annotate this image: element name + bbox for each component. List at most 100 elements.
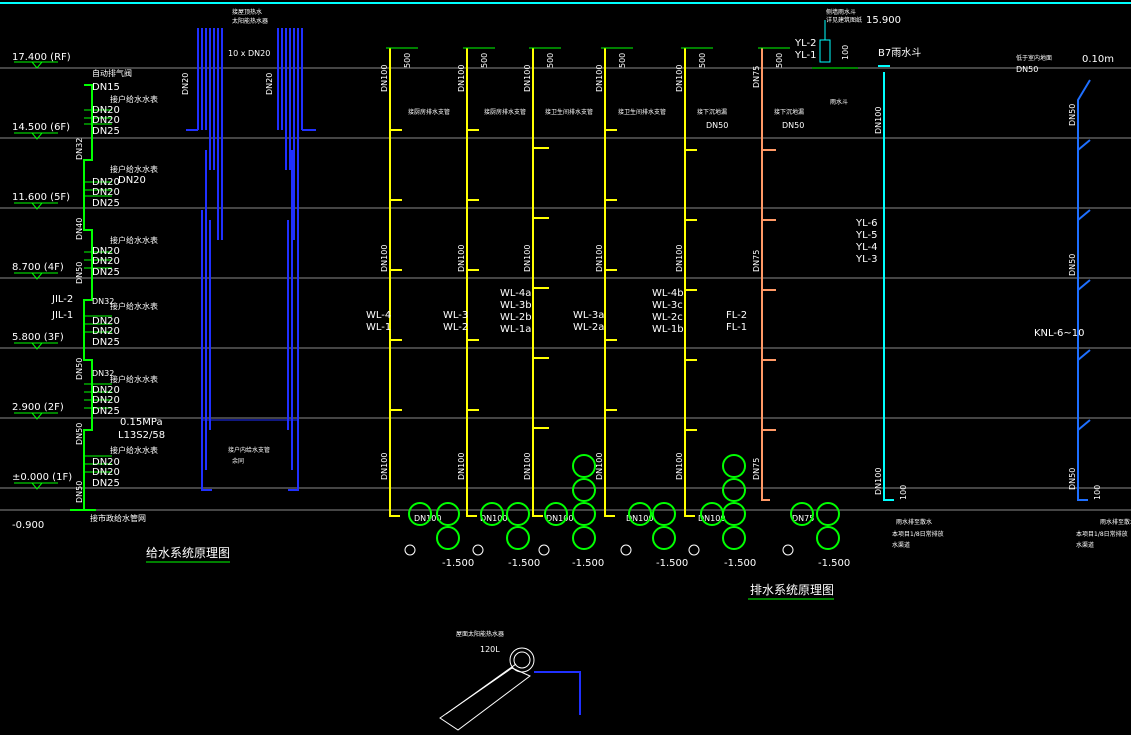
level-label-basement: -0.900 [12, 520, 44, 531]
stack2-label-a: WL-3 [443, 310, 468, 321]
level-labels: 17.400 (RF) 14.500 (6F) 11.600 (5F) 8.70… [12, 52, 72, 531]
outlet-dn100-4: DN100 [626, 514, 653, 523]
rain-label-2: YL-5 [855, 230, 877, 241]
solar-heater [439, 647, 581, 731]
branch-note-5: 接下沉地漏 [697, 108, 727, 116]
level-label-5f: 11.600 (5F) [12, 192, 70, 203]
supply-dn25-6f: DN25 [92, 126, 120, 137]
supply-meter-note-3f: 接户给水水表 [110, 301, 158, 311]
branch-note-2: 接厨房排水支管 [484, 108, 526, 116]
level-label-1f: ±0.000 (1F) [12, 472, 72, 483]
stack1-label-b: WL-1 [366, 322, 391, 333]
stack1-dn100-low: DN100 [380, 453, 389, 480]
cond-h100: 100 [1093, 485, 1102, 500]
stack5-dn100-low: DN100 [675, 453, 684, 480]
vent-h-6: 500 [775, 53, 784, 68]
supply-dn50-2f: DN50 [75, 423, 84, 445]
supply-dn20-4f-a: DN20 [92, 246, 120, 257]
waste-stacks [389, 48, 695, 517]
stack1-dn100-mid: DN100 [380, 245, 389, 272]
supply-meter-note-5f: 接户给水水表 [110, 164, 158, 174]
stack2-dn100-top: DN100 [457, 65, 466, 92]
stack4-label-b: WL-2a [573, 322, 604, 333]
stack3-label-d: WL-1a [500, 324, 531, 335]
supply-dn32-3f: DN32 [92, 297, 114, 306]
supply-dn20-2f-b: DN20 [92, 395, 120, 406]
rain-dn100-low: DN100 [874, 468, 883, 495]
user-supply-labels: 接屋顶热水 太阳能热水器 10 x DN20 DN20 DN20 接户内给水支管… [181, 8, 274, 465]
supply-meter-note-1f: 接户给水水表 [110, 445, 158, 455]
supply-dn20-6f-b: DN20 [92, 115, 120, 126]
stack4-dn100-low: DN100 [595, 453, 604, 480]
rain-label-4: YL-3 [855, 254, 877, 265]
supply-labels: 自动排气阀 DN15 接户给水水表 DN20 DN20 DN25 DN32 接户… [51, 68, 230, 563]
supply-dn20-3f-a: DN20 [92, 316, 120, 327]
condensate-labels: 低于室内地面 0.10m DN50 DN50 DN50 KNL-6~10 DN5… [1016, 54, 1131, 549]
bottom-elev-4: -1.500 [656, 558, 688, 569]
outlet-dn100-2: DN100 [480, 514, 507, 523]
supply-dn32-2f: DN32 [92, 369, 114, 378]
rain-dn100-top: DN100 [874, 107, 883, 134]
drain-labels: 500 500 500 500 500 500 DN100 DN100 DN10… [366, 53, 850, 600]
outlet-dn75-6: DN75 [792, 514, 814, 523]
branch-dn50-6: DN50 [782, 121, 804, 130]
stack1-dn100-top: DN100 [380, 65, 389, 92]
condensate-stack [1077, 79, 1091, 501]
supply-dn25-4f: DN25 [92, 267, 120, 278]
supply-dn20-5f-b: DN20 [118, 175, 146, 186]
stack5-label-b: WL-3c [652, 300, 683, 311]
branch-note-1: 接厨房排水支管 [408, 108, 450, 116]
level-label-6f: 14.500 (6F) [12, 122, 70, 133]
branch-dn50-5: DN50 [706, 121, 728, 130]
user-supply-pipes [186, 28, 316, 491]
supply-dn20-4f-b: DN20 [92, 256, 120, 267]
supply-meter-note-2f: 接户给水水表 [110, 374, 158, 384]
stack5-dn100-top: DN100 [675, 65, 684, 92]
rain-top-label: YL-1 [794, 50, 816, 61]
cond-dn50-c: DN50 [1068, 468, 1077, 490]
heater-top-note-2: 太阳能热水器 [232, 17, 268, 25]
supply-riser-jil2: JIL-2 [51, 294, 73, 305]
rain-outlet-note: 雨水排至散水 [896, 518, 932, 526]
supply-pressure: 0.15MPa [120, 417, 163, 428]
supply-dn50-4f: DN50 [75, 262, 84, 284]
vent-h-5: 500 [698, 53, 707, 68]
rain-label-3: YL-4 [855, 242, 877, 253]
supply-dn20-1f-a: DN20 [92, 457, 120, 468]
rain-outlet-note-2: 本项目1/8日常排放 [892, 530, 944, 538]
cond-outlet-note-2: 本项目1/8日常排放 [1076, 530, 1128, 538]
stack6-label-b: FL-1 [726, 322, 747, 333]
supply-title: 给水系统原理图 [146, 546, 230, 560]
vent-h-4: 500 [618, 53, 627, 68]
outlet-dn100-1: DN100 [414, 514, 441, 523]
supply-dn20-5f-c: DN20 [92, 187, 120, 198]
supply-dn40: DN40 [75, 218, 84, 240]
supply-meter-note-4f: 接户给水水表 [110, 235, 158, 245]
vent-stack [761, 48, 776, 501]
stack3-label-b: WL-3b [500, 300, 532, 311]
supply-riser-jil1: JIL-1 [51, 310, 73, 321]
waste-branches [390, 129, 697, 431]
supply-dn50-3f: DN50 [75, 358, 84, 380]
supply-dn20-3f-b: DN20 [92, 326, 120, 337]
stack2-dn100-low: DN100 [457, 453, 466, 480]
cond-outlet-note: 雨水排至散水 [1100, 518, 1131, 526]
stack6-label-a: FL-2 [726, 310, 747, 321]
outlet-dn100-5: DN100 [698, 514, 725, 523]
stack3-label-c: WL-2b [500, 312, 532, 323]
user-note-2: 余同 [232, 457, 244, 465]
supply-dn25-3f: DN25 [92, 337, 120, 348]
stack5-label-c: WL-2c [652, 312, 683, 323]
outlet-dn100-3: DN100 [546, 514, 573, 523]
supply-dn15: DN15 [92, 82, 120, 93]
cleanout-circles [404, 544, 794, 556]
drain-title: 排水系统原理图 [750, 583, 834, 597]
supply-exhaust-note: 自动排气阀 [92, 68, 132, 78]
cond-note: 低于室内地面 [1016, 54, 1052, 62]
branch-note-4: 接卫生间排水支管 [618, 108, 666, 116]
heater-volume: 120L [480, 645, 500, 654]
stack5-dn100-mid: DN100 [675, 245, 684, 272]
supply-dn20-1f-b: DN20 [92, 467, 120, 478]
supply-main-riser [70, 84, 96, 511]
supply-dn25-2f: DN25 [92, 406, 120, 417]
